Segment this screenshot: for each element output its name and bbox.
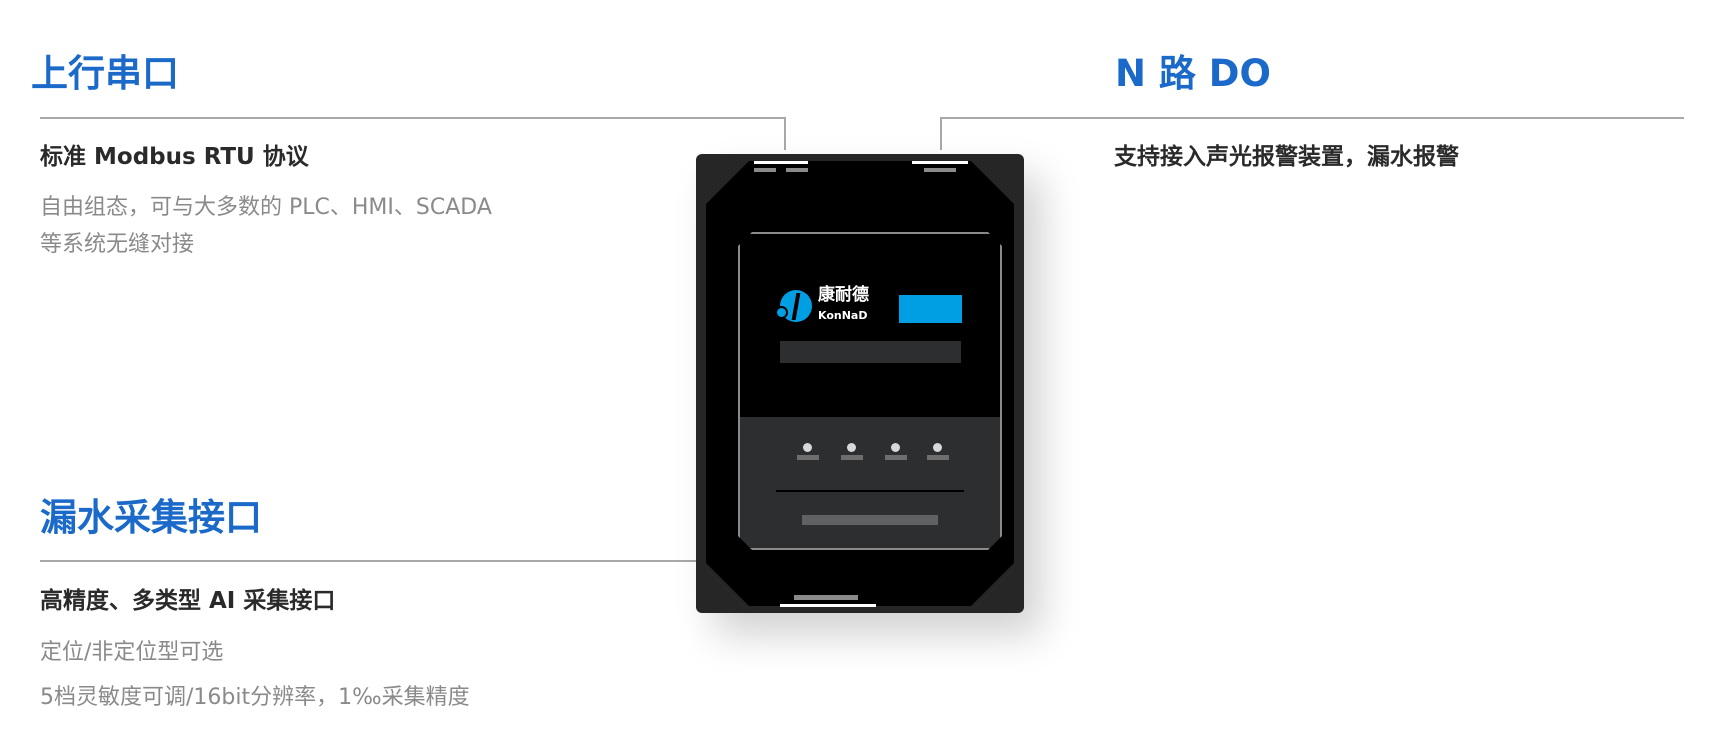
panel-label-bar [802, 515, 938, 525]
uplink-desc-line: 自由组态，可与大多数的 PLC、HMI、SCADA [40, 195, 492, 220]
leak-title: 漏水采集接口 [40, 496, 262, 539]
model-label-block [899, 295, 962, 323]
led-indicator [803, 443, 812, 452]
port-pin [754, 168, 776, 172]
led-label [797, 455, 819, 460]
brand-name-en: KonNaD [818, 309, 868, 322]
brand-logo-icon [775, 290, 812, 322]
led-indicator [847, 443, 856, 452]
led-label [885, 455, 907, 460]
uplink-port [754, 161, 808, 164]
port-pin [924, 168, 956, 172]
leak-leader-line [40, 560, 825, 562]
leak-port [780, 604, 876, 607]
port-pin [786, 168, 808, 172]
device-face: 康耐德 KonNaD [706, 161, 1014, 606]
leak-desc: 定位/非定位型可选 5档灵敏度可调/16bit分辨率，1‰采集精度 [40, 630, 470, 720]
uplink-subtitle: 标准 Modbus RTU 协议 [40, 144, 309, 170]
leak-desc-line: 定位/非定位型可选 [40, 640, 224, 665]
device-panel: 康耐德 KonNaD [738, 232, 1002, 550]
uplink-desc: 自由组态，可与大多数的 PLC、HMI、SCADA 等系统无缝对接 [40, 189, 492, 263]
panel-divider [776, 490, 964, 492]
leak-desc-line: 5档灵敏度可调/16bit分辨率，1‰采集精度 [40, 685, 470, 710]
led-indicator [891, 443, 900, 452]
led-label [927, 455, 949, 460]
led-indicator [933, 443, 942, 452]
do-title: N 路 DO [1115, 52, 1271, 95]
display-bar [780, 341, 961, 363]
uplink-leader-line [40, 117, 786, 119]
device-image: 康耐德 KonNaD [696, 154, 1024, 613]
uplink-leader-drop [784, 117, 786, 150]
port-pin [794, 595, 858, 600]
do-subtitle: 支持接入声光报警装置，漏水报警 [1114, 144, 1459, 170]
do-leader-line [940, 117, 1684, 119]
leak-subtitle: 高精度、多类型 AI 采集接口 [40, 588, 336, 614]
led-label [841, 455, 863, 460]
do-leader-drop [940, 117, 942, 150]
uplink-title: 上行串口 [31, 52, 179, 95]
uplink-desc-line: 等系统无缝对接 [40, 232, 195, 257]
brand-name-cn: 康耐德 [818, 285, 869, 305]
do-port [912, 161, 968, 164]
